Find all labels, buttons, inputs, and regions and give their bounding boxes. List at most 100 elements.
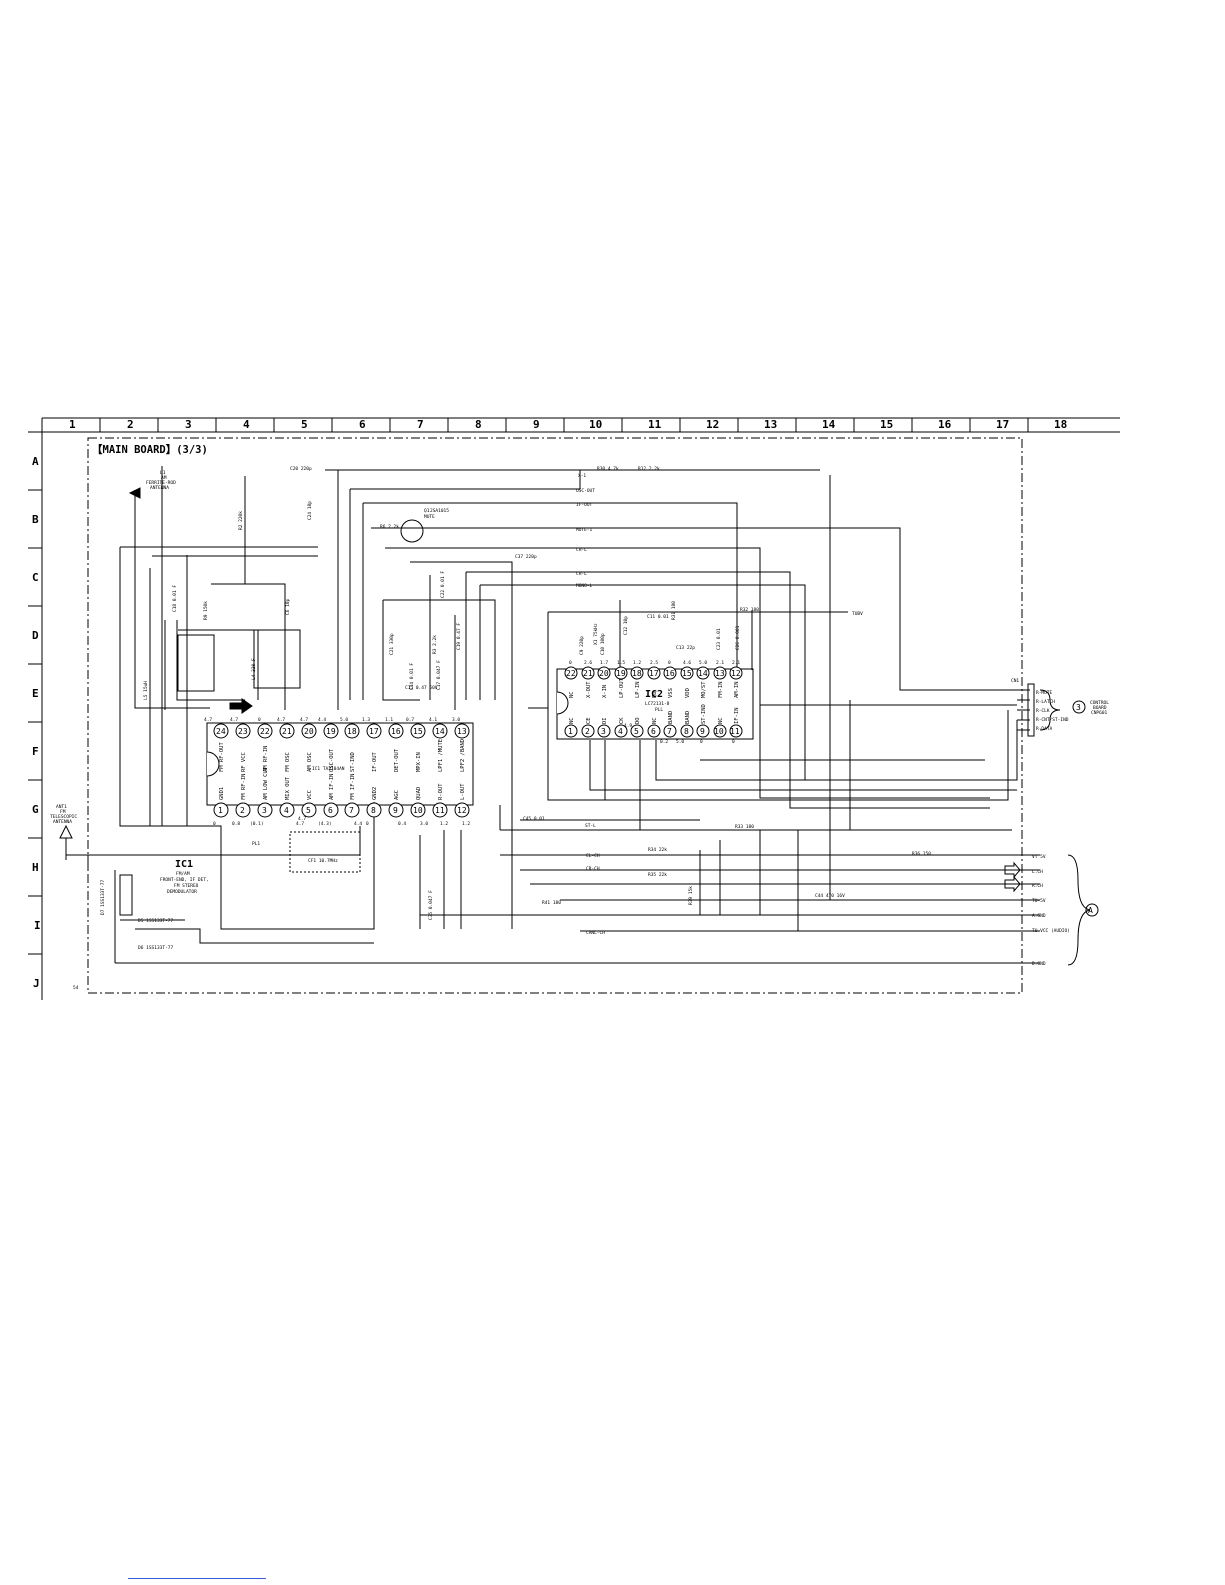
ic2-pin-name: FM-IN [718, 681, 724, 698]
ic1-pin-num: 5 [306, 806, 311, 815]
ic1-pin-volt: 4.7 [230, 717, 238, 723]
ic1-pin-name: MIX OUT [285, 776, 291, 800]
ic1-pin-num: 10 [413, 806, 423, 815]
ic2-pin-num: 10 [714, 727, 724, 736]
ic1-pin-volt: 4.7 [296, 821, 304, 827]
ic1-desc: FM STEREO [174, 883, 199, 889]
ic2-notch [556, 691, 569, 715]
row-label: G [32, 803, 39, 816]
ic1-pin-volt: 1.2 [462, 821, 470, 827]
ic2-pin-num: 15 [682, 669, 692, 678]
ic2-pin-name: DI [602, 717, 608, 724]
col-label: 4 [243, 418, 250, 431]
component-label: R36 150 [912, 851, 931, 857]
ic2-pin-num: 11 [730, 727, 740, 736]
ic1-pin-volt: 0 [366, 821, 369, 827]
antenna-ref: ANT1 [56, 804, 67, 810]
output-arrows [1004, 861, 1021, 893]
ground-arrow [128, 487, 141, 499]
ic2-pin-name: ST-IND [701, 704, 707, 724]
col-label: 14 [822, 418, 836, 431]
board-outline [87, 437, 1023, 994]
fm-antenna: ANT1 FM TELESCOPIC ANTENNA [50, 804, 77, 825]
board-title: 【MAIN BOARD】(3/3) [92, 443, 208, 456]
ic1-pin-num: 6 [328, 806, 333, 815]
ic1-notch [206, 751, 220, 777]
ic2-pin-volt: 0 [732, 739, 735, 745]
ic2-pin-name: X-IN [602, 685, 608, 698]
component-label: C15 0.47 50V [405, 685, 438, 691]
ic1-pin-volt: 4.7 [204, 717, 212, 723]
wiring [59, 466, 1091, 966]
footer-link-underline[interactable] [128, 1578, 266, 1579]
output-pins: VT 5V L.CH R.CH TU-5V A.GND TU-VCC (AUDI… [1032, 854, 1093, 967]
connector-dest: CONTROL [1090, 700, 1109, 706]
ic2-pin-num: 16 [665, 669, 675, 678]
ic2-pin-name: X-OUT [586, 681, 592, 698]
col-label: 12 [706, 418, 719, 431]
net-label: CR-CH [586, 866, 600, 872]
col-label: 7 [417, 418, 424, 431]
ic1-pin-name: RF VCC [241, 752, 247, 772]
output-pin: VT 5V [1032, 854, 1046, 860]
ic2-pin-volt: 0 [700, 739, 703, 745]
ic2-pin-name: BAND [668, 711, 674, 724]
component-label: R33 180 [735, 824, 754, 830]
ic2-pin-volt: 4.9 [624, 723, 632, 729]
ic1-pin-name: GND1 [219, 787, 225, 800]
ic1-pin-volt: 5.0 [340, 717, 348, 723]
component-label: C6 10p [285, 598, 291, 615]
component-label: C9 220p [579, 636, 585, 655]
ic1-pin-name: AM IF-IN [329, 774, 335, 801]
output-dest: A [1088, 906, 1093, 915]
component-label: C22 0.01 F [440, 571, 446, 598]
row-label: F [32, 745, 39, 758]
ic1-labels: IC1 FM/AM FRONT-END, IF DET, FM STEREO D… [160, 717, 470, 895]
col-label: 17 [996, 418, 1009, 431]
component-label: X1 75kHz [593, 623, 599, 645]
col-label: 13 [764, 418, 777, 431]
component-label: C13 22p [676, 645, 695, 651]
ic1-pin-num: 12 [457, 806, 467, 815]
ic2-pin-volt: 2.5 [650, 660, 658, 666]
ic1-pin-volt: 1.1 [385, 717, 393, 723]
component-label: C20 220p [290, 466, 312, 472]
component-label: D5 1SS133T-77 [138, 918, 174, 924]
ic2-pin-num: 5 [634, 727, 639, 736]
ic1-pin-num: 21 [282, 727, 292, 736]
ic2-pin-name: BAND [685, 711, 691, 724]
loop-line: ANTENNA [150, 485, 169, 491]
ref-3-circle [1072, 700, 1086, 714]
col-label: 15 [880, 418, 893, 431]
component-label: R34 22k [648, 847, 667, 853]
ic1-name: IC1 [175, 859, 193, 870]
component-label: C17 0.047 F [436, 660, 442, 690]
net-label: CANL-CH [586, 930, 605, 936]
net-label: CH-L [576, 571, 587, 577]
ic2-pin-num: 13 [715, 669, 725, 678]
grid-frame [28, 417, 1120, 1000]
connector-dest: BOARD [1093, 705, 1107, 711]
ic2-pin-volt: 1.7 [600, 660, 608, 666]
connector-ref: CN1 [1011, 678, 1019, 684]
ic1-pin-num: 24 [216, 727, 226, 736]
ic2-pin-name: MO/ST [701, 681, 707, 698]
ic2-pin-name: VSS [668, 688, 674, 698]
output-pin: D.GND [1032, 961, 1046, 967]
component-label: R9 150k [203, 601, 209, 620]
component-label: C45 0.01 [523, 816, 545, 822]
ic2-pin-volt: 5.0 [699, 660, 707, 666]
ic1-desc: DEMODULATOR [167, 889, 197, 895]
ic2-labels: IC2 LC72131-8 PLL 22 21 20 19 18 17 16 1… [566, 660, 741, 745]
ic1-pin-num: 22 [260, 727, 270, 736]
ic2-pin-volt: 5.0 [676, 739, 684, 745]
ic1-desc: FM/AM [176, 871, 190, 877]
ic1-pin-name: FM IF-IN [350, 774, 356, 801]
net-label: TUBV [852, 611, 863, 617]
ic1-pin-volt: (0.1) [250, 821, 264, 827]
ic1-pin-volt: 4.4 [354, 821, 362, 827]
ic1-pin-name: LPF1 /MUTE [438, 739, 444, 772]
net-labels: X-1 OSC-OUT IF-OUT MUTE-1 CH-L CH-L MONO… [576, 473, 863, 936]
loop-ref: L1 [160, 470, 166, 476]
ic1-pins [213, 723, 470, 818]
